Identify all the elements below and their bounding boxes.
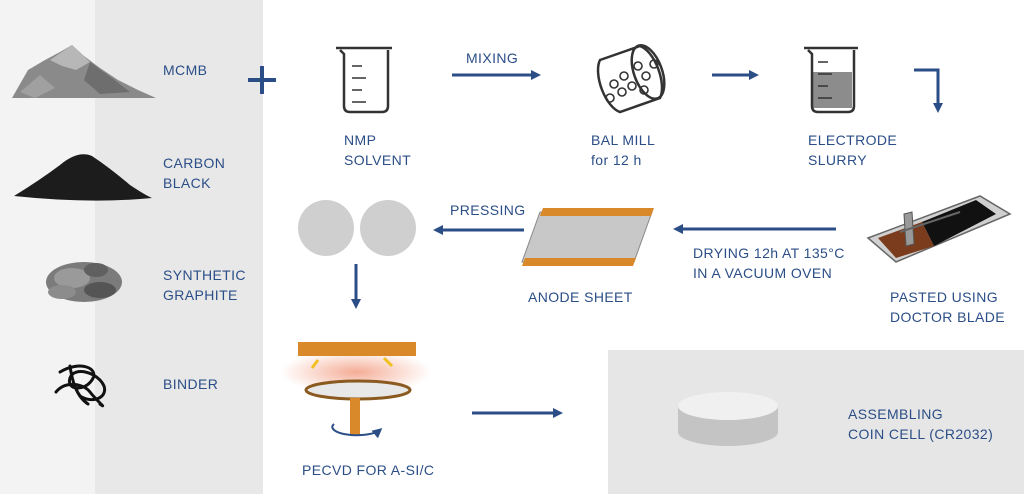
pecvd-chamber-icon xyxy=(280,342,432,439)
step-label-pressing: PRESSING xyxy=(450,202,526,218)
ingredient-label-synthetic-graphite: SYNTHETIC GRAPHITE xyxy=(163,267,246,303)
slurry-beaker-icon xyxy=(804,46,858,114)
step-label-drying: DRYING 12h AT 135°C IN A VACUUM OVEN xyxy=(693,245,845,281)
step-label-pasted: PASTED USING DOCTOR BLADE xyxy=(890,289,1006,325)
step-label-mixing: MIXING xyxy=(466,50,519,66)
binder-tangle-icon xyxy=(54,364,107,408)
coin-cell-icon xyxy=(678,392,778,446)
graphite-granules-icon xyxy=(46,262,122,302)
step-label-assembling: ASSEMBLING COIN CELL (CR2032) xyxy=(848,406,994,442)
ingredient-label-mcmb: MCMB xyxy=(163,62,208,78)
coin-cell-panel xyxy=(608,350,1024,494)
step-label-slurry: ELECTRODE SLURRY xyxy=(808,132,898,168)
step-label-pecvd: PECVD FOR A-SI/C xyxy=(302,462,435,478)
doctor-blade-icon xyxy=(866,195,1012,263)
step-label-anode: ANODE SHEET xyxy=(528,289,633,305)
powder-mound-icon xyxy=(12,45,156,98)
pressed-disc-icon xyxy=(298,200,354,256)
step-label-solvent: NMP SOLVENT xyxy=(344,132,412,168)
ingredient-label-binder: BINDER xyxy=(163,376,219,392)
step-label-ball-mill: BAL MILL for 12 h xyxy=(591,132,656,168)
elbow-arrow xyxy=(914,68,943,113)
anode-sheet-icon xyxy=(521,208,654,266)
carbon-black-pile-icon xyxy=(14,154,152,201)
beaker-icon xyxy=(336,46,392,114)
ball-mill-icon xyxy=(596,44,666,114)
ingredients-label-panel xyxy=(95,0,263,494)
pressed-disc-icon xyxy=(360,200,416,256)
ingredient-label-carbon-black: CARBON BLACK xyxy=(163,155,226,191)
plus-sign xyxy=(248,66,276,94)
